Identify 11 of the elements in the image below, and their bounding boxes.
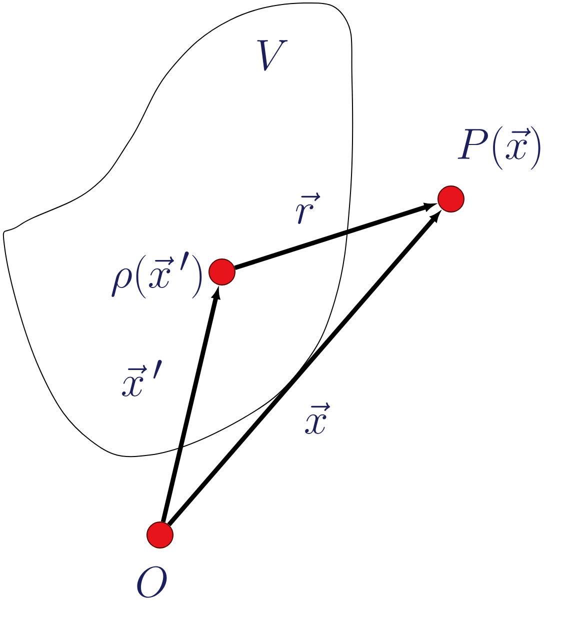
point-dot [208,258,236,286]
vector-label: $\vec{x}$ [302,402,330,435]
point-dot [146,522,174,548]
point-label: $P(\vec{x})$ [458,126,540,170]
arrow [167,212,440,526]
point-label: $O$ [137,566,167,598]
point-label: $\rho(\vec{x}\,')$ [112,251,202,298]
region-label: $V$ [257,40,288,71]
point-dot [438,186,464,212]
region-outline [2,2,354,458]
vector-label: $\vec{x}\,'$ [120,359,164,397]
